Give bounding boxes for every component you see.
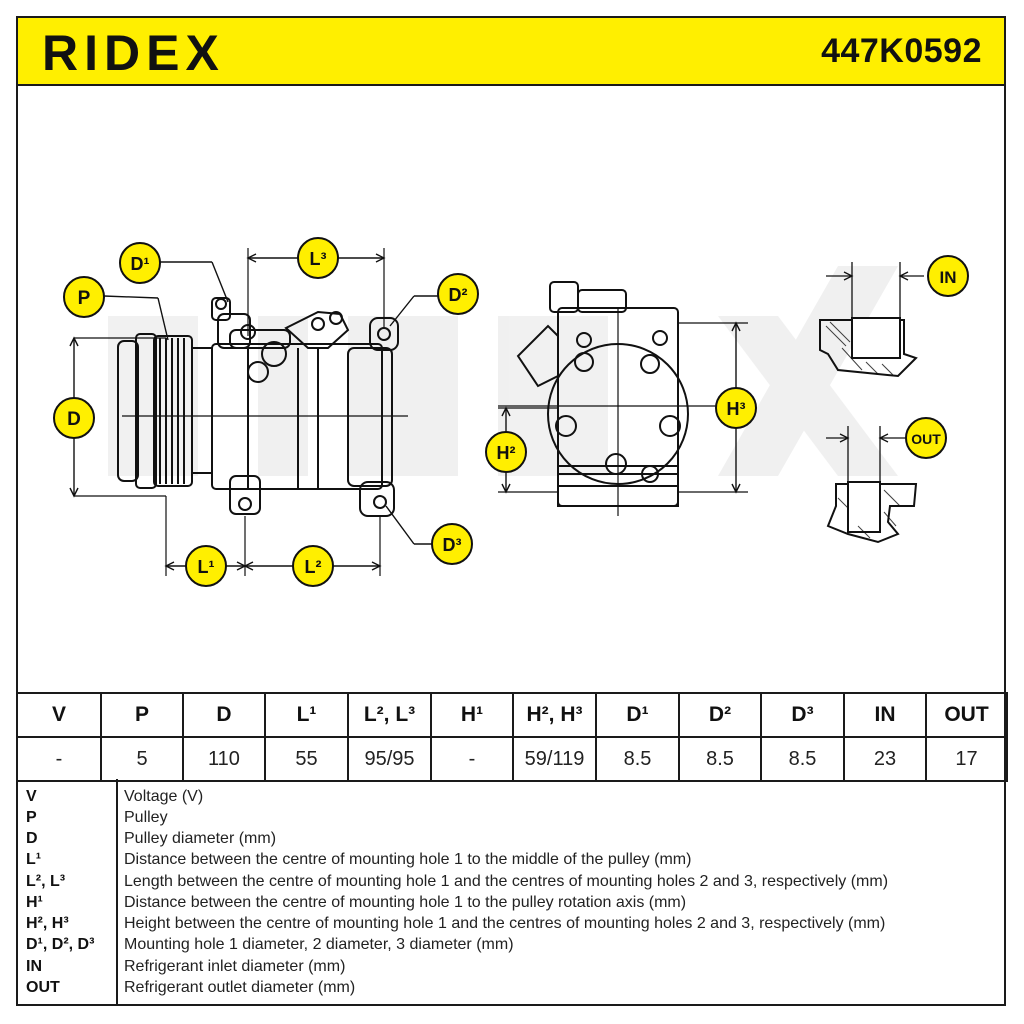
legend-key: H², H³	[26, 915, 69, 932]
spec-value-cell: 23	[843, 736, 927, 782]
legend-row: P Pulley	[18, 809, 1004, 830]
legend-key: P	[26, 809, 37, 826]
legend-description: Pulley diameter (mm)	[124, 830, 277, 847]
header-bar: RIDEX 447K0592	[16, 16, 1006, 86]
spec-header-cell: H², H³	[512, 692, 597, 738]
legend-description: Pulley	[124, 809, 168, 826]
label-d2: D²	[449, 285, 468, 305]
label-badge-out: OUT	[905, 417, 947, 459]
label-h3: H³	[727, 399, 746, 419]
spec-value-row: - 5 110 55 95/95 - 59/119 8.5 8.5 8.5 23…	[16, 736, 1008, 782]
outlet-dimension	[826, 426, 906, 482]
label-badge-in: IN	[927, 255, 969, 297]
spec-value-cell: -	[16, 736, 102, 782]
spec-value-cell: 95/95	[347, 736, 432, 782]
label-badge-l3: L³	[297, 237, 339, 279]
label-badge-h2: H²	[485, 431, 527, 473]
legend-key: D¹, D², D³	[26, 936, 95, 953]
label-badge-d: D	[53, 397, 95, 439]
label-badge-d1: D¹	[119, 242, 161, 284]
legend-divider	[116, 779, 118, 1004]
spec-header-cell: L¹	[264, 692, 349, 738]
axis-lines-left	[74, 248, 408, 576]
legend-key: V	[26, 788, 37, 805]
spec-value-cell: 59/119	[512, 736, 597, 782]
legend-row: OUT Refrigerant outlet diameter (mm)	[18, 979, 1004, 1000]
spec-value-cell: 8.5	[760, 736, 845, 782]
spec-header-cell: D²	[678, 692, 762, 738]
spec-value-cell: 110	[182, 736, 266, 782]
spec-value-cell: 5	[100, 736, 184, 782]
part-number: 447K0592	[821, 32, 982, 70]
spec-header-cell: L², L³	[347, 692, 432, 738]
label-badge-p: P	[63, 276, 105, 318]
label-badge-h3: H³	[715, 387, 757, 429]
spec-header-cell: H¹	[430, 692, 514, 738]
legend-key: IN	[26, 958, 42, 975]
legend-row: D Pulley diameter (mm)	[18, 830, 1004, 851]
legend-row: IN Refrigerant inlet diameter (mm)	[18, 958, 1004, 979]
label-in: IN	[940, 268, 957, 287]
label-l1: L¹	[198, 557, 215, 577]
legend-description: Distance between the centre of mounting …	[124, 851, 692, 868]
spec-header-cell: V	[16, 692, 102, 738]
legend-key: L², L³	[26, 873, 66, 890]
legend-description: Length between the centre of mounting ho…	[124, 873, 889, 890]
legend-description: Distance between the centre of mounting …	[124, 894, 687, 911]
label-p: P	[78, 288, 91, 309]
spec-value-cell: 8.5	[678, 736, 762, 782]
brand-name: RIDEX	[42, 25, 225, 80]
outlet-port-section	[826, 481, 918, 544]
legend-row: L², L³ Length between the centre of moun…	[18, 873, 1004, 894]
spec-value-cell: 17	[925, 736, 1008, 782]
legend-box: V Voltage (V) P Pulley D Pulley diameter…	[16, 779, 1006, 1006]
label-d3: D³	[443, 535, 462, 555]
label-d: D	[67, 409, 81, 430]
legend-row: D¹, D², D³ Mounting hole 1 diameter, 2 d…	[18, 936, 1004, 957]
spec-value-cell: -	[430, 736, 514, 782]
label-badge-d3: D³	[431, 523, 473, 565]
legend-description: Voltage (V)	[124, 788, 204, 805]
label-badge-d2: D²	[437, 273, 479, 315]
legend-row: H², H³ Height between the centre of moun…	[18, 915, 1004, 936]
label-d1: D¹	[131, 254, 150, 274]
legend-description: Refrigerant outlet diameter (mm)	[124, 979, 356, 996]
spec-value-cell: 8.5	[595, 736, 680, 782]
spec-header-cell: IN	[843, 692, 927, 738]
spec-header-cell: P	[100, 692, 184, 738]
legend-key: D	[26, 830, 38, 847]
spec-header-cell: D¹	[595, 692, 680, 738]
spec-header-cell: OUT	[925, 692, 1008, 738]
inlet-port-section	[819, 317, 918, 378]
brand-logo: RIDEX	[40, 24, 280, 85]
label-l3: L³	[310, 249, 327, 269]
legend-key: L¹	[26, 851, 42, 868]
spec-value-cell: 55	[264, 736, 349, 782]
label-l2: L²	[305, 557, 322, 577]
legend-description: Mounting hole 1 diameter, 2 diameter, 3 …	[124, 936, 514, 953]
legend-key: H¹	[26, 894, 43, 911]
legend-row: H¹ Distance between the centre of mounti…	[18, 894, 1004, 915]
label-h2: H²	[497, 443, 516, 463]
legend-description: Height between the centre of mounting ho…	[124, 915, 886, 932]
label-out: OUT	[911, 431, 941, 447]
label-badge-l1: L¹	[185, 545, 227, 587]
spec-header-row: V P D L¹ L², L³ H¹ H², H³ D¹ D² D³ IN OU…	[16, 692, 1008, 738]
technical-drawing: D¹ P D L³ D² L¹ L² D³	[18, 86, 1004, 692]
legend-key: OUT	[26, 979, 60, 996]
label-badge-l2: L²	[292, 545, 334, 587]
spec-header-cell: D³	[760, 692, 845, 738]
legend-row: L¹ Distance between the centre of mounti…	[18, 851, 1004, 872]
legend-row: V Voltage (V)	[18, 788, 1004, 809]
spec-header-cell: D	[182, 692, 266, 738]
spec-table: V P D L¹ L², L³ H¹ H², H³ D¹ D² D³ IN OU…	[16, 692, 1008, 782]
inlet-dimension	[826, 262, 924, 318]
legend-description: Refrigerant inlet diameter (mm)	[124, 958, 346, 975]
